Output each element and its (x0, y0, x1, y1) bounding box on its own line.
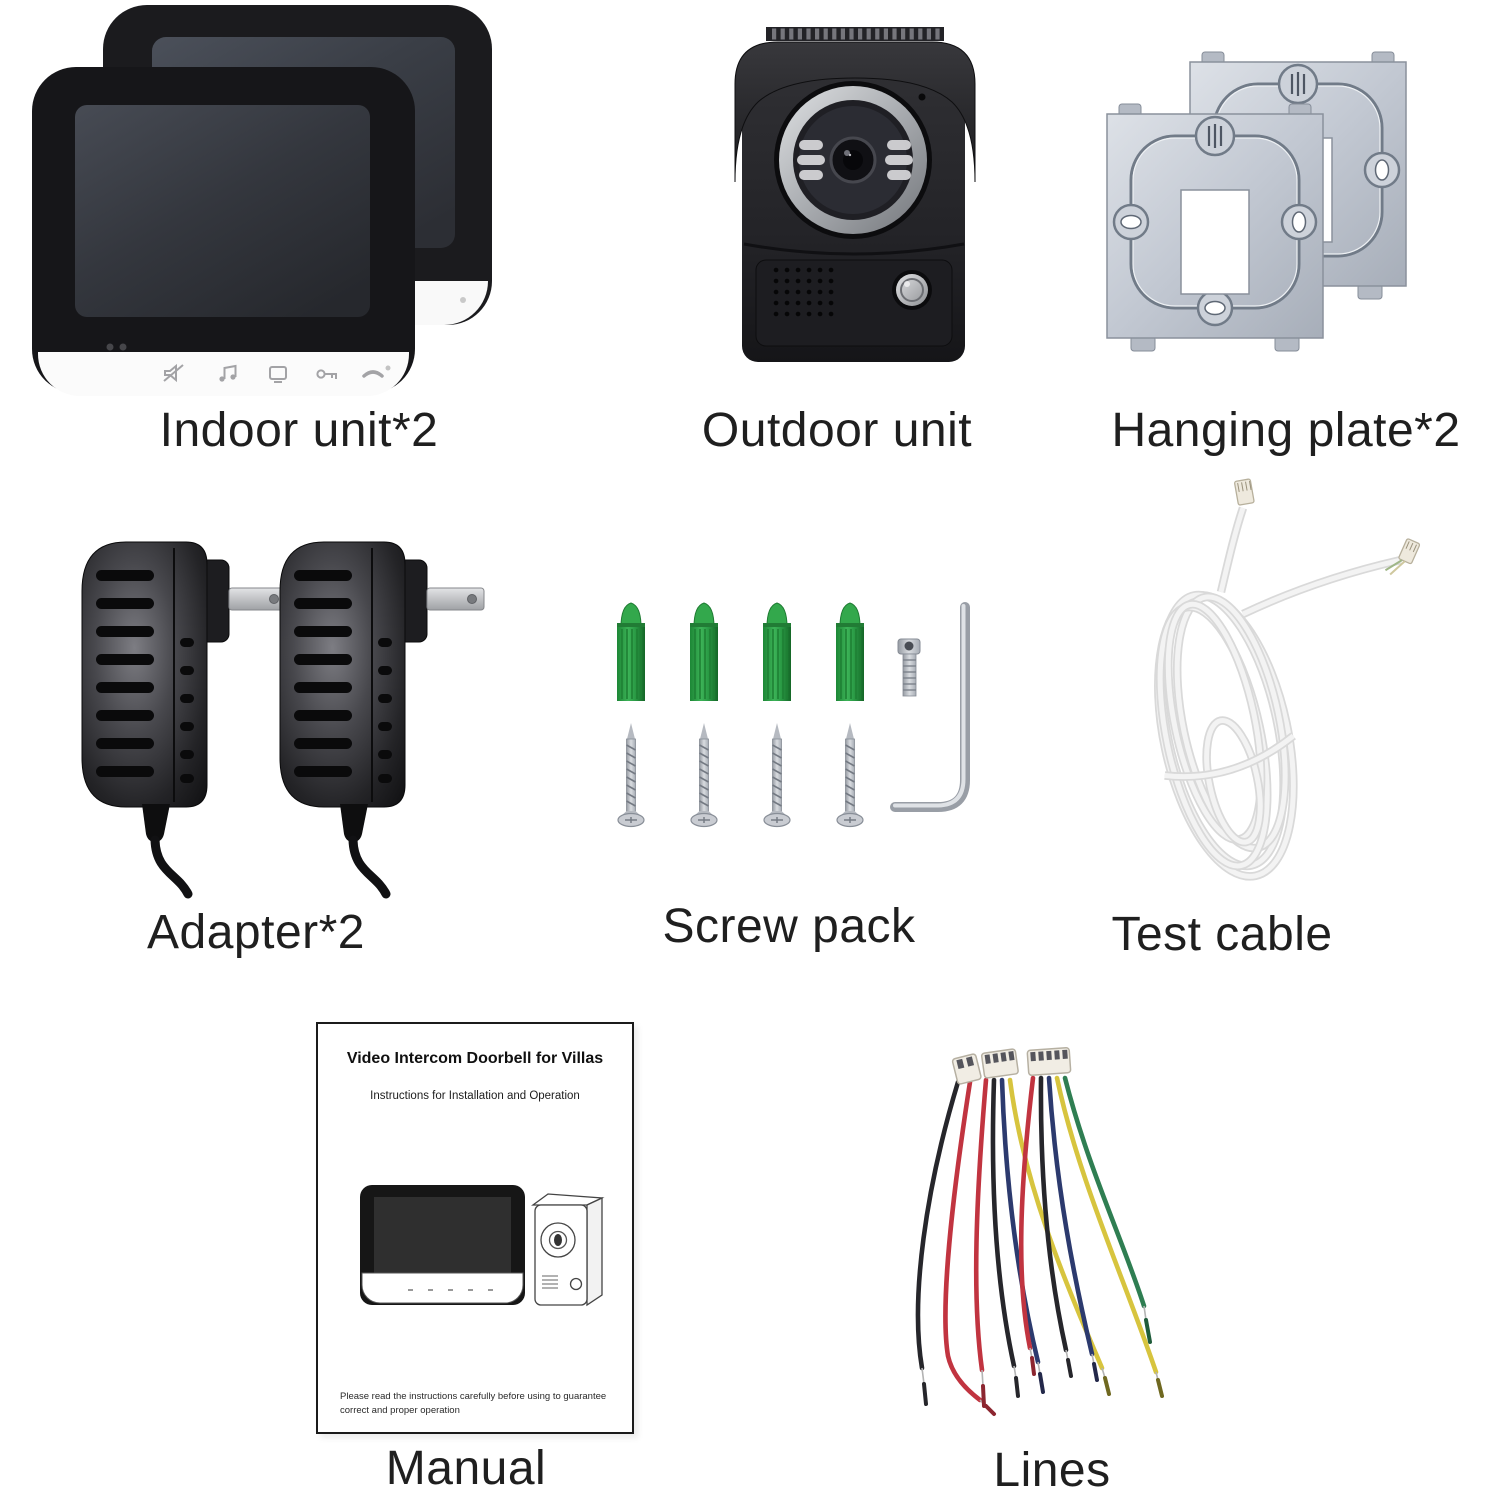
test-cable-image (1154, 478, 1421, 881)
manual-title: Video Intercom Doorbell for Villas (346, 1050, 604, 1067)
screw-pack-label: Screw pack (662, 900, 916, 953)
machine-screw (897, 638, 921, 697)
h2-wire-black (990, 1077, 1017, 1369)
h2-wire-red (973, 1077, 989, 1373)
h3-wire-green (1062, 1075, 1147, 1309)
rain-hood (734, 27, 976, 183)
call-button (892, 270, 932, 310)
outdoor-unit-figure (720, 12, 990, 380)
manual-illustration (360, 1185, 605, 1307)
wire-harness-5pin (1018, 1047, 1164, 1398)
h2-wire-blue (999, 1077, 1041, 1365)
monitor-icon (269, 366, 287, 383)
h1-wire-red (943, 1079, 983, 1403)
h3-wire-blue (1046, 1075, 1095, 1357)
h3-wire-yellow (1054, 1075, 1159, 1375)
manual-footer: Please read the instructions carefully b… (340, 1391, 607, 1417)
mounting-screws (617, 722, 864, 828)
lines-image (915, 1047, 1164, 1416)
manual-page: Video Intercom Doorbell for Villas Instr… (316, 1022, 634, 1434)
wall-anchors (616, 602, 865, 702)
connector-5pin (1026, 1047, 1072, 1076)
connector-4pin (980, 1048, 1019, 1079)
hangup-icon (362, 370, 384, 378)
h3-wire-black (1038, 1075, 1069, 1353)
cable-connector-right (1384, 538, 1421, 576)
mic-hole (918, 93, 926, 101)
indoor-unit-image (32, 5, 492, 396)
indoor-unit-label: Indoor unit*2 (159, 404, 439, 457)
h1-wire-black (915, 1079, 961, 1371)
hanging-plate-front (1105, 102, 1325, 353)
test-cable-figure (1105, 462, 1490, 902)
manual-subtitle: Instructions for Installation and Operat… (370, 1090, 580, 1102)
outdoor-unit-image (734, 27, 976, 362)
indoor-unit-figure (25, 0, 500, 400)
lines-figure (888, 1038, 1308, 1438)
connector-2pin (951, 1053, 982, 1085)
test-cable-label: Test cable (1111, 908, 1333, 961)
hanging-plate-image (1105, 50, 1408, 353)
lines-label: Lines (993, 1444, 1111, 1496)
manual-figure: Video Intercom Doorbell for Villas Instr… (316, 1022, 634, 1434)
adapter-label: Adapter*2 (147, 906, 365, 959)
melody-icon (219, 364, 237, 382)
h3-wire-red (1018, 1075, 1036, 1351)
screw-pack-image (616, 602, 970, 828)
allen-key (890, 602, 970, 812)
manual-label: Manual (385, 1442, 547, 1495)
indoor-unit-front (32, 67, 415, 396)
speaker-grille (773, 267, 835, 317)
power-adapter-1 (82, 542, 286, 894)
cable-coil (1154, 590, 1298, 881)
ir-led-right (885, 140, 913, 180)
camera-lens (829, 136, 877, 184)
mute-icon (163, 363, 184, 383)
hanging-plate-label: Hanging plate*2 (1111, 404, 1461, 457)
power-adapter-2 (280, 542, 484, 894)
screw-pack-figure (595, 575, 995, 855)
adapter-figure (50, 520, 490, 920)
unlock-icon (316, 369, 337, 379)
adapter-image (50, 520, 490, 920)
outdoor-unit-label: Outdoor unit (701, 404, 973, 457)
ir-led-left (797, 140, 825, 180)
cable-connector-left (1234, 478, 1255, 506)
hanging-plate-figure (1085, 40, 1495, 370)
wire-harness-2pin (915, 1053, 996, 1416)
